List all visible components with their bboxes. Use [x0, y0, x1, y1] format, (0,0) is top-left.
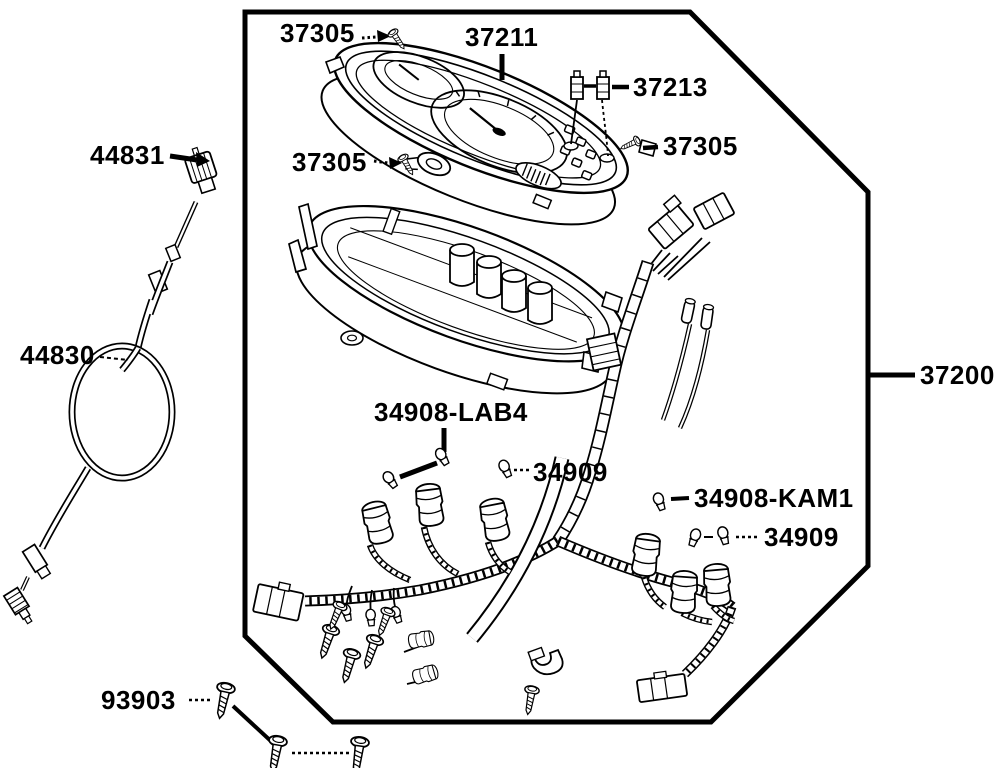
part-label-34909-left: 34909: [533, 457, 608, 487]
part-label-44831: 44831: [90, 140, 165, 170]
meter-top-assembly-drawing: [320, 41, 657, 226]
part-label-37211: 37211: [465, 22, 539, 52]
wire-harness-drawing: [252, 192, 737, 717]
part-label-37305-mid-left: 37305: [292, 147, 367, 177]
part-label-34909-right: 34909: [764, 522, 839, 552]
speedometer-cable-drawing: [2, 146, 218, 625]
part-label-37305-right: 37305: [663, 131, 738, 161]
part-label-37305-top-left: 37305: [280, 18, 355, 48]
part-label-44830: 44830: [20, 340, 95, 370]
diagram-frame-border: [242, 9, 871, 725]
part-label-37200: 37200: [920, 360, 995, 390]
part-label-34908-kam1: 34908-KAM1: [694, 483, 854, 513]
meter-lower-case-drawing: [288, 202, 626, 395]
leader-lines: [99, 26, 915, 768]
part-label-37213: 37213: [633, 72, 708, 102]
part-label-34908-lab4: 34908-LAB4: [374, 397, 528, 427]
pilot-bulbs-drawing: [570, 70, 610, 157]
part-label-93903: 93903: [101, 685, 176, 715]
